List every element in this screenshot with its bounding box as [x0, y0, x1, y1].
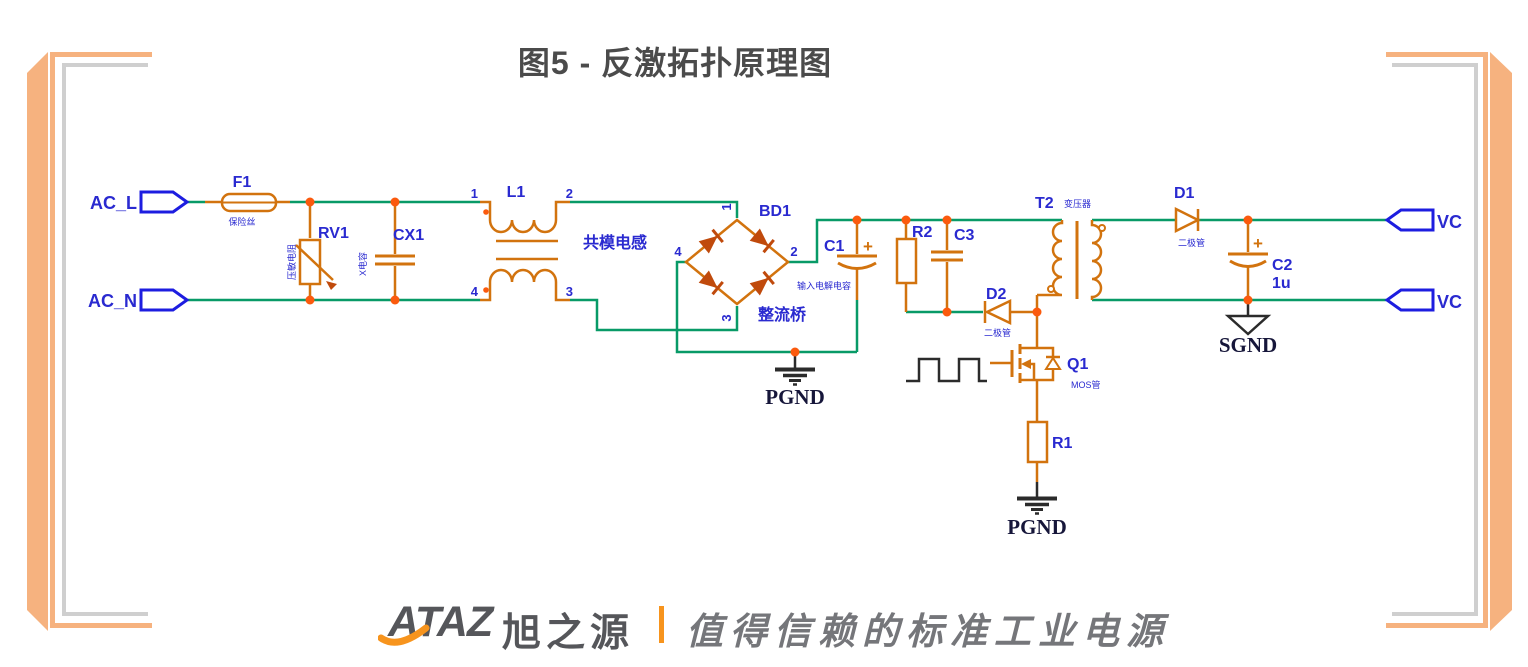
ground-pgnd-1: PGND [765, 352, 825, 409]
common-mode-choke-l1: L1 共模电感 1 2 4 3 [471, 184, 647, 302]
pgnd1-label: PGND [765, 385, 825, 409]
f1-ref-label: F1 [233, 174, 252, 191]
x-capacitor-cx1: CX1 X电容 [357, 227, 424, 276]
c1-plus-sign: + [863, 237, 873, 256]
l1-ref-label: L1 [507, 184, 526, 201]
frame-right-bar [1490, 52, 1512, 631]
ground-sgnd: SGND [1219, 300, 1277, 357]
q1-body-arrow [1021, 359, 1031, 369]
c3-ref-label: C3 [954, 227, 975, 244]
mosfet-q1: Q1 MOS管 [1010, 344, 1101, 390]
r2-ref-label: R2 [912, 224, 933, 241]
t2-phase-dot-primary [1047, 285, 1055, 293]
c2-value-label: 1u [1272, 275, 1291, 292]
frame-left-bracket-orange [50, 52, 152, 628]
snubber-resistor-r2: R2 [895, 224, 933, 285]
t2-phase-dot-secondary [1098, 224, 1106, 232]
junction-dots [305, 197, 1253, 357]
bd1-desc-label: 整流桥 [757, 305, 807, 324]
rv1-desc-label: 压敏电阻 [286, 244, 297, 280]
l1-phase-dot-top [483, 209, 489, 215]
r1-ref-label: R1 [1052, 435, 1073, 452]
d2-desc-label: 二极管 [984, 327, 1011, 338]
logo-swoosh-icon [378, 624, 430, 646]
vo-minus-label: VC [1437, 292, 1462, 312]
port-vo-minus: VC [1384, 288, 1462, 312]
c2-plus-sign: + [1253, 234, 1263, 253]
rv1-arrowhead [326, 281, 337, 290]
bd1-ref-label: BD1 [759, 203, 791, 220]
d1-ref-label: D1 [1174, 185, 1195, 202]
l1-pin2-label: 2 [566, 186, 573, 201]
snubber-diode-d2: D2 二极管 [983, 286, 1012, 338]
sense-resistor-r1: R1 [1026, 420, 1073, 464]
output-capacitor-c2: + C2 1u [1228, 234, 1293, 292]
varistor-rv1: RV1 压敏电阻 [286, 225, 349, 290]
l1-desc-label: 共模电感 [583, 233, 647, 252]
frame-left-bracket-gray [62, 63, 148, 616]
frame-right-bracket-gray [1392, 63, 1478, 616]
pgnd2-label: PGND [1007, 515, 1067, 539]
logo-divider: | [659, 606, 664, 643]
bd1-pin3-label: 3 [719, 314, 734, 321]
fuse-f1: F1 保险丝 [220, 174, 278, 227]
l1-phase-dot-bottom [483, 287, 489, 293]
q1-ref-label: Q1 [1067, 356, 1088, 373]
cx1-desc-label: X电容 [357, 252, 368, 276]
frame-right-bracket-orange [1386, 52, 1488, 628]
bd1-pin2-label: 2 [790, 244, 797, 259]
d2-ref-label: D2 [986, 286, 1007, 303]
port-vo-plus: VC [1384, 208, 1462, 232]
port-ac-n: AC_N [88, 288, 190, 312]
snubber-capacitor-c3: C3 [931, 227, 975, 262]
l1-pin4-label: 4 [471, 284, 479, 299]
ac-n-label: AC_N [88, 291, 137, 311]
c1-desc-label: 输入电解电容 [797, 280, 851, 291]
logo-slogan: 值得信赖的标准工业电源 [686, 612, 1170, 653]
cx1-ref-label: CX1 [393, 227, 424, 244]
frame-left-bar [27, 52, 48, 631]
f1-desc-label: 保险丝 [228, 216, 255, 227]
port-ac-l: AC_L [90, 190, 190, 214]
wires [186, 200, 1387, 354]
figure-title: 图5 - 反激拓扑原理图 [517, 45, 833, 81]
ground-pgnd-2: PGND [1007, 482, 1067, 539]
l1-pin1-label: 1 [471, 186, 478, 201]
bulk-capacitor-c1: C1 + 输入电解电容 [797, 237, 877, 291]
output-diode-d1: D1 二极管 [1174, 185, 1205, 248]
l1-pin3-label: 3 [566, 284, 573, 299]
q1-desc-label: MOS管 [1071, 379, 1101, 390]
c1-ref-label: C1 [824, 238, 845, 255]
gate-drive-waveform [906, 357, 987, 383]
transformer-t2: T2 变压器 [1035, 195, 1106, 300]
t2-desc-label: 变压器 [1064, 198, 1091, 209]
c2-ref-label: C2 [1272, 257, 1293, 274]
vo-plus-label: VC [1437, 212, 1462, 232]
logo-brand-chinese: 旭之源 [502, 612, 635, 655]
component-leads [205, 200, 1250, 482]
rv1-ref-label: RV1 [318, 225, 349, 242]
ac-l-label: AC_L [90, 193, 137, 213]
sgnd-label: SGND [1219, 333, 1277, 357]
bd1-pin1-label: 1 [719, 203, 734, 210]
bd1-pin4-label: 4 [674, 244, 682, 259]
t2-ref-label: T2 [1035, 195, 1054, 212]
d1-desc-label: 二极管 [1178, 237, 1205, 248]
bridge-rectifier-bd1: BD1 整流桥 1 2 4 3 [674, 203, 807, 324]
